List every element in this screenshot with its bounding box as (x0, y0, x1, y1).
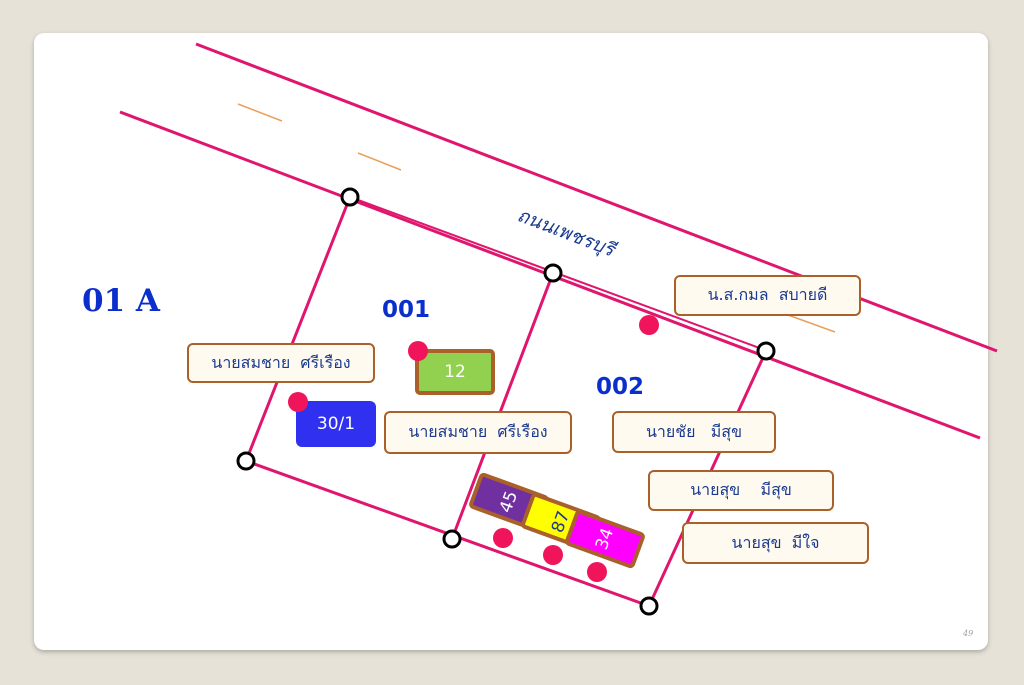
circle-marker-icon (639, 596, 659, 616)
circle-marker-icon (442, 529, 462, 549)
location-pin-icon (408, 341, 428, 361)
owner-label: นายสมชาย ศรีเรือง (187, 343, 375, 383)
road-dash (357, 152, 402, 171)
road-edge-north (195, 42, 998, 353)
page-number: 49 (963, 629, 974, 638)
road-dash (787, 314, 836, 333)
house-number-30-1: 30/1 (296, 401, 376, 447)
road-dash (237, 103, 283, 122)
circle-marker-icon (756, 341, 776, 361)
circle-marker-icon (340, 187, 360, 207)
circle-marker-icon (543, 263, 563, 283)
owner-label: นายสุข มีใจ (682, 522, 869, 564)
parcel-code-001: 001 (382, 297, 431, 323)
location-pin-icon (543, 545, 563, 565)
boundary-markers (236, 187, 776, 616)
location-pin-icon (639, 315, 659, 335)
owner-label: น.ส.กมล สบายดี (674, 275, 861, 316)
location-pin-icon (288, 392, 308, 412)
owner-label: นายสมชาย ศรีเรือง (384, 411, 572, 454)
zone-label: 01 A (82, 283, 160, 319)
location-pin-icon (587, 562, 607, 582)
house-number-12: 12 (415, 349, 495, 395)
parcel-boundary-divider (450, 272, 555, 540)
owner-label: นายสุข มีสุข (648, 470, 834, 511)
circle-marker-icon (236, 451, 256, 471)
parcel-code-002: 002 (596, 374, 645, 400)
location-pin-icon (493, 528, 513, 548)
owner-label: นายชัย มีสุข (612, 411, 776, 453)
